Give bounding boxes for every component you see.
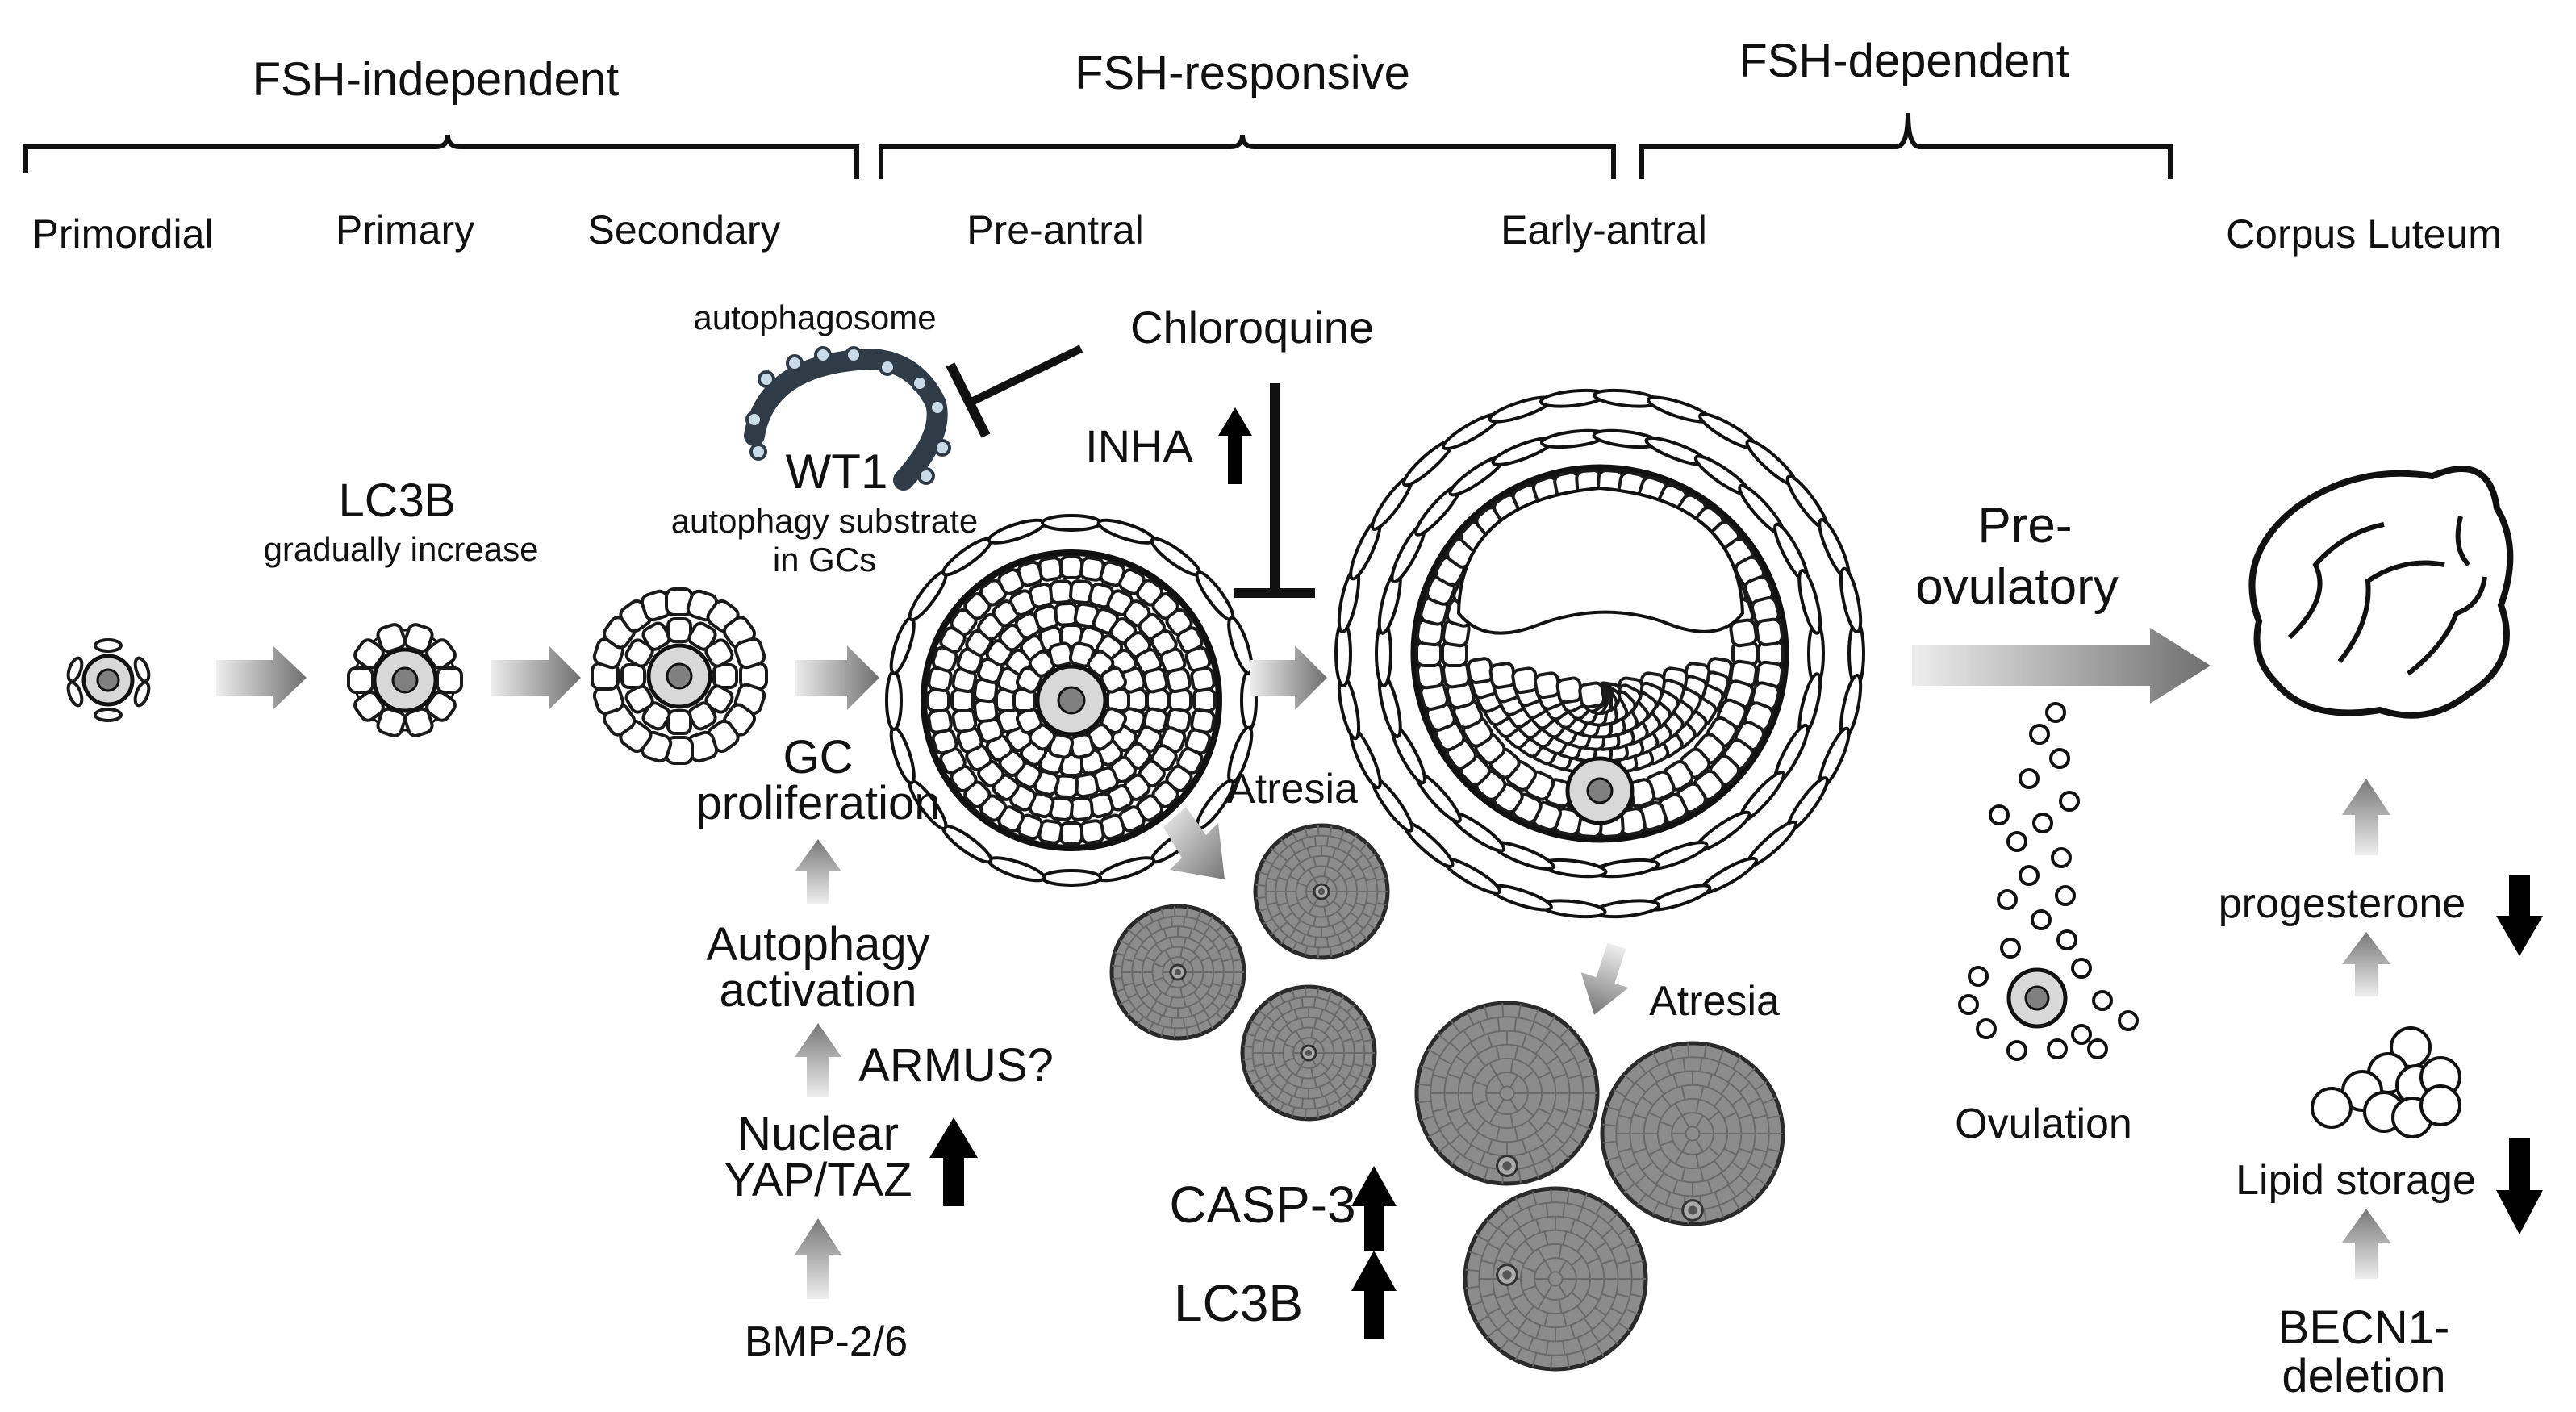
phase-label-fsh-responsive: FSH-responsive bbox=[1075, 47, 1410, 99]
atretic-follicles-large bbox=[1414, 1001, 1785, 1372]
chloroquine-label: Chloroquine bbox=[1130, 302, 1374, 353]
atresia-label-2: Atresia bbox=[1649, 978, 1780, 1025]
lc3b-bottom-label: LC3B bbox=[1174, 1274, 1303, 1332]
inhibition-bar-icon bbox=[946, 345, 1083, 438]
autophagosome-label: autophagosome bbox=[693, 299, 936, 336]
secondary-follicle bbox=[591, 587, 768, 765]
atresia-arrow-2 bbox=[1580, 942, 1629, 1015]
corpus-luteum-icon bbox=[2248, 466, 2514, 719]
stage-arrow-preovulatory bbox=[1912, 628, 2211, 704]
pathway-arrow-up-1 bbox=[795, 839, 841, 904]
lipid-droplets-icon bbox=[2311, 1026, 2461, 1138]
ovulation-label: Ovulation bbox=[1955, 1101, 2132, 1147]
gc-proliferation-2: proliferation bbox=[695, 777, 940, 829]
stage-arrow-4 bbox=[1250, 645, 1327, 710]
cl-arrow-up-2 bbox=[2342, 932, 2390, 996]
stage-label-secondary: Secondary bbox=[587, 207, 780, 253]
stage-arrow-1 bbox=[216, 645, 307, 710]
stage-label-primordial: Primordial bbox=[31, 211, 213, 257]
bmp-label: BMP-2/6 bbox=[745, 1318, 908, 1365]
up-arrow-icon bbox=[929, 1117, 978, 1206]
wt1-label: WT1 bbox=[786, 445, 888, 499]
stage-arrow-2 bbox=[491, 645, 581, 710]
ovulation-icon bbox=[1958, 702, 2139, 1061]
gc-proliferation-1: GC bbox=[783, 731, 854, 783]
autophagosome-icon bbox=[744, 346, 951, 491]
autophagy-activation-1: Autophagy bbox=[706, 918, 929, 971]
nuclear-yap-1: Nuclear bbox=[737, 1108, 899, 1160]
down-arrow-icon bbox=[2496, 875, 2543, 956]
stage-label-pre-antral: Pre-antral bbox=[967, 207, 1144, 253]
cl-arrow-up-1 bbox=[2342, 779, 2390, 855]
phase-label-fsh-independent: FSH-independent bbox=[253, 53, 620, 106]
progesterone-label: progesterone bbox=[2219, 880, 2465, 927]
armus-label: ARMUS? bbox=[858, 1039, 1054, 1092]
up-arrow-icon bbox=[1218, 407, 1252, 484]
atresia-arrow-1 bbox=[1163, 807, 1225, 879]
phase-brace-fsh-dependent bbox=[1639, 112, 2173, 179]
stage-label-corpus-luteum: Corpus Luteum bbox=[2226, 211, 2502, 257]
lc3b-subtitle: gradually increase bbox=[264, 530, 539, 568]
phase-brace-fsh-responsive bbox=[879, 134, 1616, 179]
early-antral-follicle bbox=[1334, 388, 1865, 919]
down-arrow-icon bbox=[2496, 1138, 2543, 1234]
up-arrow-icon bbox=[1351, 1166, 1397, 1251]
atresia-label-1: Atresia bbox=[1227, 766, 1358, 813]
lipid-storage-label: Lipid storage bbox=[2236, 1157, 2476, 1204]
pathway-arrow-up-3 bbox=[795, 1218, 841, 1299]
primordial-follicle bbox=[66, 638, 151, 722]
wt1-subtitle-1: autophagy substrate bbox=[671, 502, 979, 540]
pathway-arrow-up-2 bbox=[795, 1023, 841, 1097]
becn1-label-2: deletion bbox=[2282, 1350, 2445, 1402]
up-arrow-icon bbox=[1351, 1251, 1397, 1339]
inha-label: INHA bbox=[1085, 420, 1193, 471]
phase-label-fsh-dependent: FSH-dependent bbox=[1739, 35, 2069, 87]
phase-brace-fsh-independent bbox=[23, 134, 859, 179]
lc3b-title: LC3B bbox=[338, 474, 455, 527]
stage-label-early-antral: Early-antral bbox=[1501, 207, 1707, 253]
casp3-label: CASP-3 bbox=[1169, 1176, 1355, 1234]
nuclear-yap-2: YAP/TAZ bbox=[724, 1154, 912, 1206]
pre-ovulatory-2: ovulatory bbox=[1915, 559, 2119, 615]
stage-label-primary: Primary bbox=[336, 207, 474, 253]
pre-ovulatory-1: Pre- bbox=[1977, 498, 2072, 554]
cl-arrow-up-3 bbox=[2342, 1209, 2390, 1279]
autophagy-activation-2: activation bbox=[719, 964, 916, 1017]
wt1-subtitle-2: in GCs bbox=[773, 541, 876, 579]
atretic-follicles-small bbox=[1109, 823, 1390, 1122]
inhibition-bar-icon bbox=[1234, 383, 1315, 598]
pre-antral-follicle bbox=[885, 514, 1258, 887]
stage-arrow-3 bbox=[795, 645, 879, 710]
primary-follicle bbox=[347, 623, 463, 737]
becn1-label-1: BECN1- bbox=[2278, 1301, 2450, 1354]
